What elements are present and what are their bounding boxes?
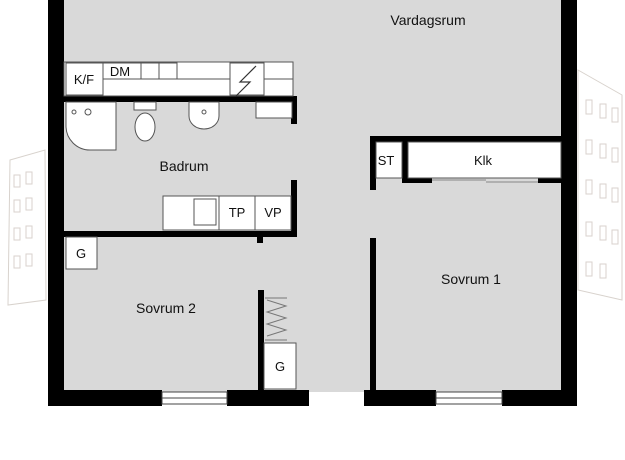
wardrobe-bedroom2-label: G	[76, 246, 86, 261]
fridge-freezer-label: K/F	[74, 72, 94, 87]
bath-cabinet	[255, 101, 293, 119]
building-sketch-left	[7, 149, 47, 306]
laundry-sink	[193, 198, 217, 226]
kitchen-counter	[63, 61, 294, 97]
room-label-sovrum-1: Sovrum 1	[441, 271, 501, 287]
dryer-label: TP	[229, 205, 246, 220]
dishwasher-label: DM	[110, 64, 130, 79]
room-label-sovrum-2: Sovrum 2	[136, 300, 196, 316]
storage-unit	[375, 141, 403, 179]
wardrobe-hall	[263, 342, 297, 390]
storage-label: ST	[378, 153, 395, 168]
toilet-bowl	[134, 112, 156, 142]
closet-label: Klk	[474, 153, 493, 168]
outer-walls	[48, 0, 577, 406]
laundry-row	[162, 195, 292, 231]
bathroom-fixtures	[65, 101, 293, 151]
wardrobe-hall-label: G	[275, 359, 285, 374]
hall-shelving	[265, 297, 288, 341]
toilet-tank	[133, 101, 157, 111]
washer-label: VP	[264, 205, 281, 220]
wardrobe-bedroom2	[65, 236, 98, 270]
interior-walls	[64, 96, 561, 390]
room-label-vardagsrum: Vardagsrum	[390, 12, 465, 28]
stove-unit	[229, 62, 265, 96]
closet-unit	[407, 141, 562, 179]
room-label-badrum: Badrum	[159, 158, 208, 174]
bathtub	[65, 101, 117, 151]
building-sketch-right	[577, 69, 623, 301]
fridge-freezer-unit	[65, 62, 104, 96]
sink	[188, 101, 220, 130]
floor	[64, 0, 561, 392]
closet-sliding-doors	[432, 179, 538, 183]
windows	[161, 391, 503, 405]
